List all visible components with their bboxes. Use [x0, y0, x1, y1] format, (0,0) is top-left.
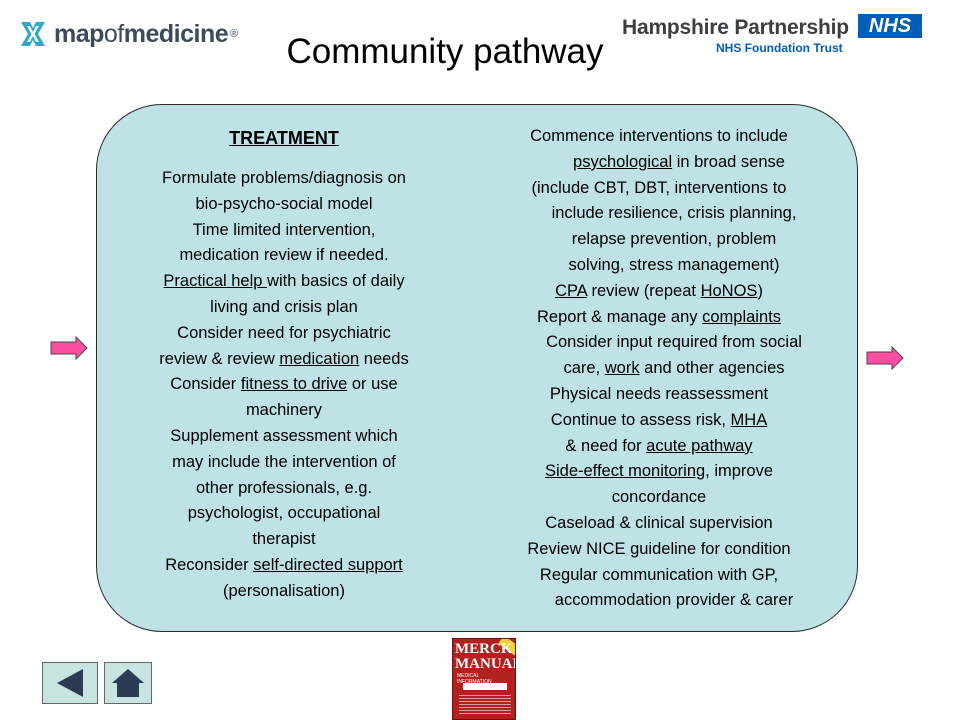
text-line: (include CBT, DBT, interventions to	[531, 178, 787, 197]
text-line: & need for acute pathway	[565, 436, 753, 455]
content-panel	[96, 104, 858, 632]
text-line: Report & manage any complaints	[537, 307, 781, 326]
honos-link[interactable]: HoNOS	[700, 281, 758, 300]
text-line: Commence interventions to include	[530, 127, 788, 145]
text-line: Review NICE guideline for condition	[527, 539, 791, 558]
text-line: include resilience, crisis planning,	[551, 204, 797, 223]
home-icon	[112, 669, 144, 697]
text-line: Practical help with basics of daily	[163, 272, 405, 291]
nhs-badge: NHS	[858, 14, 922, 38]
self-directed-support-link[interactable]: self-directed support	[253, 555, 403, 574]
text-line: Regular communication with GP,	[539, 565, 779, 584]
home-button[interactable]	[104, 662, 152, 704]
text-line: solving, stress management)	[568, 255, 780, 274]
text-line: psychologist, occupational	[187, 504, 381, 523]
page-title: Community pathway	[286, 32, 604, 71]
side-effect-monitoring-link[interactable]: Side-effect monitoring	[544, 462, 706, 481]
text-line: other professionals, e.g.	[195, 478, 373, 497]
text-line: machinery	[245, 401, 323, 420]
acute-pathway-link[interactable]: acute pathway	[646, 436, 753, 455]
practical-help-link[interactable]: Practical help	[163, 272, 268, 291]
back-button[interactable]	[42, 662, 98, 704]
text-line: living and crisis plan	[210, 297, 358, 316]
psychological-link[interactable]: psychological	[573, 152, 673, 171]
back-triangle-icon	[57, 669, 83, 697]
trust-name: Hampshire Partnership	[622, 16, 849, 39]
map-of-medicine-logo: mapofmedicine ®	[18, 14, 238, 54]
mha-link[interactable]: MHA	[730, 410, 768, 429]
hampshire-partnership-logo: Hampshire Partnership NHS Foundation Tru…	[622, 14, 922, 55]
logo-text: mapofmedicine	[54, 19, 229, 48]
fitness-to-drive-link[interactable]: fitness to drive	[240, 375, 348, 394]
text-line: concordance	[611, 488, 707, 507]
book-subtitle: MEDICAL INFORMATION	[457, 673, 492, 685]
registered-mark: ®	[230, 28, 239, 40]
medication-link[interactable]: medication	[279, 349, 360, 368]
work-link[interactable]: work	[604, 359, 640, 378]
text-line: Consider fitness to drive or use	[170, 375, 398, 394]
text-line: CPA review (repeat HoNOS)	[555, 281, 763, 300]
cpa-link[interactable]: CPA	[555, 281, 587, 300]
text-line: psychological in broad sense	[573, 152, 785, 171]
map-of-medicine-logo-icon	[21, 22, 45, 46]
text-line: Side-effect monitoring, improve	[544, 462, 774, 481]
text-line: Consider need for psychiatric	[177, 323, 391, 342]
book-cover-text-lines	[459, 695, 511, 715]
trust-subtitle: NHS Foundation Trust	[716, 41, 843, 55]
text-line: relapse prevention, problem	[571, 230, 777, 249]
text-line: medication review if needed.	[179, 246, 389, 265]
text-line: may include the intervention of	[172, 452, 396, 471]
text-line: accommodation provider & carer	[554, 591, 794, 610]
text-line: Physical needs reassessment	[549, 384, 769, 403]
text-line: bio-psycho-social model	[195, 194, 373, 213]
text-line: care, work and other agencies	[563, 359, 785, 378]
text-line: Formulate problems/diagnosis on	[162, 169, 406, 187]
interventions-column: Commence interventions to include psycho…	[474, 124, 844, 614]
text-line: (personalisation)	[223, 581, 345, 600]
text-line: Caseload & clinical supervision	[545, 513, 773, 532]
text-line: Consider input required from social	[546, 333, 802, 352]
book-band	[463, 683, 507, 690]
treatment-heading: TREATMENT	[229, 128, 339, 148]
text-line: Supplement assessment which	[170, 426, 398, 445]
text-line: Reconsider self-directed support	[165, 555, 403, 574]
text-line: therapist	[252, 530, 316, 549]
text-line: Time limited intervention,	[192, 220, 376, 239]
text-line: Continue to assess risk, MHA	[550, 410, 768, 429]
next-step-arrow-icon[interactable]	[866, 346, 904, 370]
complaints-link[interactable]: complaints	[702, 307, 781, 326]
treatment-column: TREATMENT Formulate problems/diagnosis o…	[117, 124, 451, 605]
text-line: review & review medication needs	[159, 349, 409, 368]
previous-step-arrow-icon[interactable]	[50, 336, 88, 360]
